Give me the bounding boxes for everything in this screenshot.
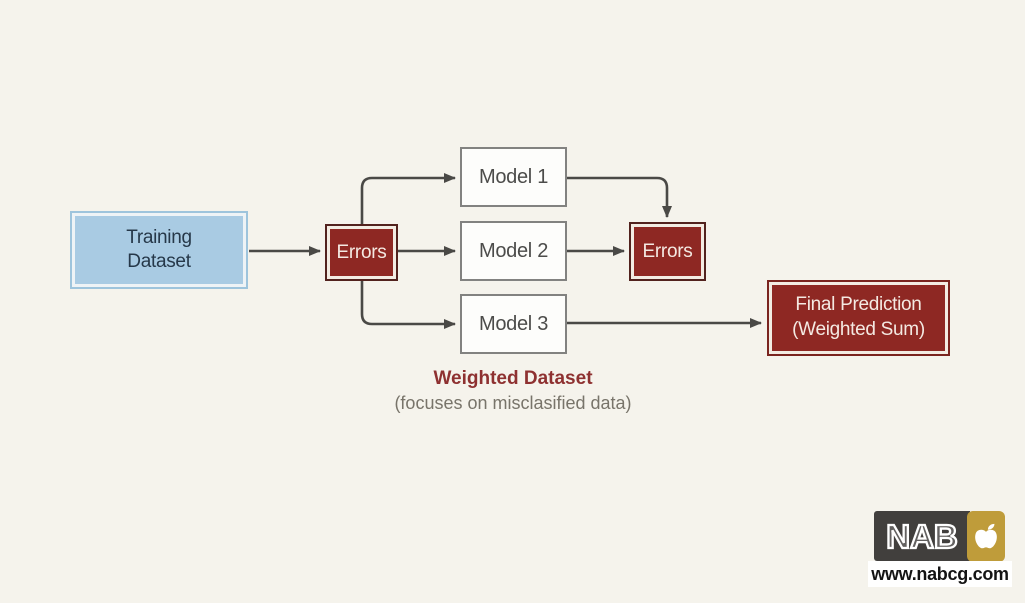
node-label: Model 3 [478, 312, 549, 335]
node-label: Errors [336, 241, 387, 263]
node-final-prediction: Final Prediction (Weighted Sum) [767, 280, 950, 356]
node-training-dataset: Training Dataset [70, 211, 248, 289]
node-errors-1-body: Errors [330, 229, 393, 276]
logo-website: www.nabcg.com [868, 561, 1012, 587]
nab-logo-wordmark: NAB [874, 511, 970, 561]
node-label: Dataset [127, 251, 191, 272]
node-model-3: Model 3 [460, 294, 567, 354]
arrow-errors-to-model1 [360, 173, 456, 224]
weighted-dataset-caption: Weighted Dataset (focuses on misclasifie… [353, 368, 673, 414]
node-label: (Weighted Sum) [792, 319, 925, 340]
node-errors-2-body: Errors [634, 227, 701, 276]
node-label: Model 1 [478, 165, 549, 188]
node-training-dataset-body: Training Dataset [75, 216, 243, 284]
nab-logo: NAB www.nabcg.com [868, 511, 1012, 587]
caption-title: Weighted Dataset [433, 368, 593, 389]
nab-logo-text: NAB [885, 517, 959, 555]
node-errors-1: Errors [325, 224, 398, 281]
arrow-errors-to-model3 [360, 281, 456, 329]
logo-website-text: www.nabcg.com [871, 563, 1009, 584]
node-model-2: Model 2 [460, 221, 567, 281]
node-final-prediction-body: Final Prediction (Weighted Sum) [772, 285, 945, 351]
node-label: Model 2 [478, 239, 549, 262]
node-model-1: Model 1 [460, 147, 567, 207]
node-errors-2: Errors [629, 222, 706, 281]
arrow-model1-to-errors2 [567, 176, 672, 218]
apple-icon [967, 511, 1005, 562]
node-label: Training [126, 227, 192, 249]
node-label: Errors [642, 240, 693, 262]
caption-subtitle: (focuses on misclasified data) [394, 393, 632, 413]
node-label: Final Prediction [795, 294, 922, 316]
